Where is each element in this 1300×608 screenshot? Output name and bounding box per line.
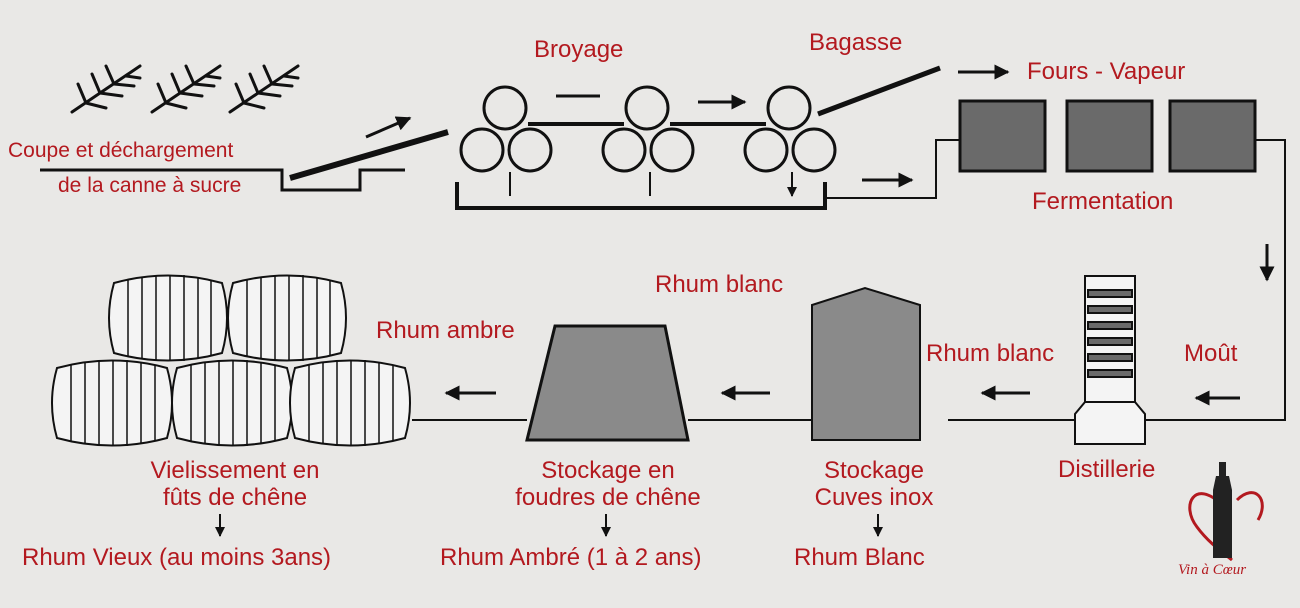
white-rum-flow-label: Rhum blanc <box>926 340 1055 367</box>
crushing-mills <box>455 85 960 210</box>
fermentation-tanks <box>958 99 1257 173</box>
heart-bottle-icon <box>1188 462 1264 562</box>
brand-logo-text: Vin à Cœur <box>1178 562 1247 578</box>
barrel-aging-line1: Vielissement en <box>150 457 320 484</box>
cane-conveyor <box>40 116 449 192</box>
distillery-column <box>1074 275 1146 445</box>
barrel-aging-line2: fûts de chêne <box>162 483 308 511</box>
crushing-label: Broyage <box>534 36 624 63</box>
fermentation-label: Fermentation <box>1032 188 1174 215</box>
stainless-storage-line1: Stockage <box>823 457 925 484</box>
barrel-aging-label: Vielissement en fûts de chêne <box>110 457 360 512</box>
amber-rum-flow-label: Rhum ambre <box>376 317 515 344</box>
oak-tun-storage-line2: foudres de chêne <box>515 483 701 511</box>
bagasse-conveyor <box>817 64 1010 117</box>
stainless-storage-line2: Cuves inox <box>814 483 934 511</box>
old-rum-output: Rhum Vieux (au moins 3ans) <box>22 544 332 571</box>
main-flow-line <box>412 385 1075 421</box>
stainless-steel-tank <box>811 286 921 441</box>
output-arrows <box>215 514 883 537</box>
must-line <box>1140 139 1286 421</box>
sugar-cane-icon <box>70 64 300 114</box>
stainless-storage-label: Stockage Cuves inox <box>798 457 950 512</box>
oak-tun-storage-line1: Stockage en <box>541 457 675 484</box>
oak-tun <box>525 324 690 442</box>
bagasse-label: Bagasse <box>809 29 903 56</box>
amber-rum-output: Rhum Ambré (1 à 2 ans) <box>440 544 702 571</box>
white-rum-top-label: Rhum blanc <box>655 271 784 298</box>
cane-cut-label: Coupe et déchargement <box>8 139 234 162</box>
must-label: Moût <box>1184 340 1238 367</box>
white-rum-output: Rhum Blanc <box>794 544 925 571</box>
oak-tun-storage-label: Stockage en foudres de chêne <box>478 457 738 512</box>
ovens-steam-label: Fours - Vapeur <box>1027 58 1186 85</box>
distillery-label: Distillerie <box>1058 456 1156 483</box>
oak-barrels <box>51 274 411 447</box>
cane-unload-label: de la canne à sucre <box>58 174 242 197</box>
